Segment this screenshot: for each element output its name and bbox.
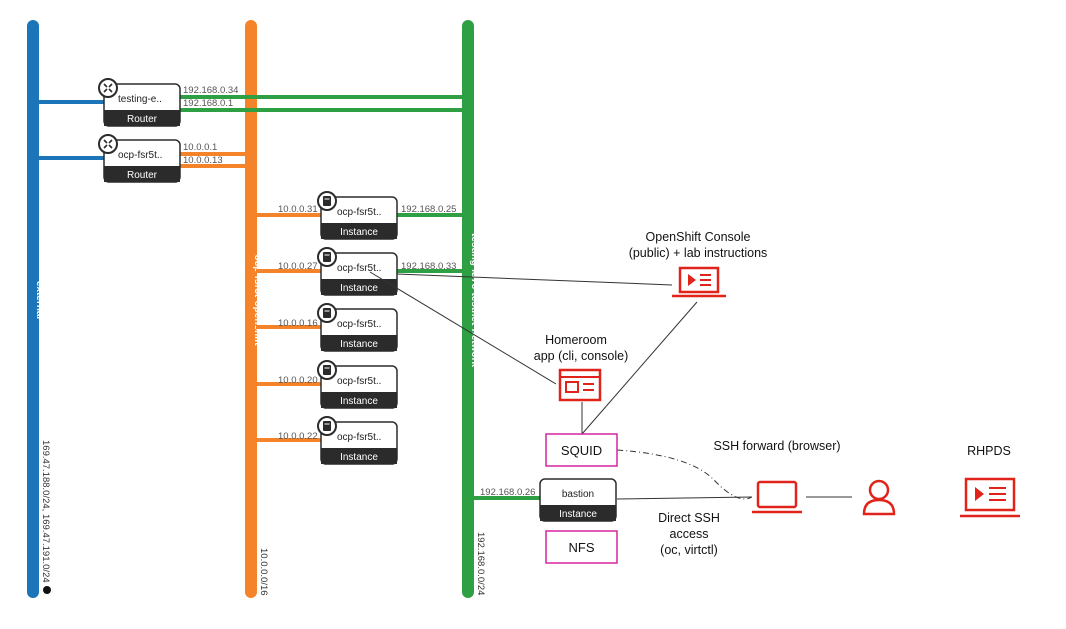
testnet-network-name: testing-id78-testnet-network [469,233,480,367]
router1-ip-b: 192.168.0.1 [183,98,233,109]
ssh-forward-annotation: SSH forward (browser) [713,439,840,453]
homeroom-annotation-line1: Homeroom [545,333,607,347]
direct-ssh-annotation-line3: (oc, virtctl) [660,543,718,557]
instance5-type: Instance [340,452,378,463]
server-icon [317,416,337,436]
router1-type-band [104,110,180,126]
server-icon [317,191,337,211]
instance3-name: ocp-fsr5t.. [337,319,381,330]
instance5-name: ocp-fsr5t.. [337,432,381,443]
server-icon [317,303,337,323]
homeroom-connector [369,271,557,385]
instance4-name: ocp-fsr5t.. [337,376,381,387]
instance4-ip-left: 10.0.0.20 [278,375,318,386]
router2-ip-b: 10.0.0.13 [183,155,223,166]
instance3-type: Instance [340,339,378,350]
direct-ssh-annotation-line1: Direct SSH [658,511,720,525]
laptop-icon[interactable] [752,480,802,514]
bastion-ip: 192.168.0.26 [480,487,535,498]
testnet-cidr: 192.168.0.0/24 [475,532,486,595]
server-icon [317,360,337,380]
squid-box[interactable] [545,433,618,467]
instance1-type: Instance [340,227,378,238]
squid-label: SQUID [561,443,602,458]
router1-type: Router [127,114,158,125]
web-app-icon[interactable] [558,368,602,402]
console-connector [396,273,673,286]
openshift-network-name: ocp-fsr5t-openshift [252,254,263,346]
instance5-type-band [321,448,397,464]
instance1-name: ocp-fsr5t.. [337,207,381,218]
presentation-screen-icon[interactable] [672,266,726,298]
instance4-type-band [321,392,397,408]
direct-ssh-connector [616,496,753,500]
nfs-box[interactable] [545,530,618,564]
external-network-name: external [34,281,45,320]
homeroom-annotation-line2: app (cli, console) [534,349,629,363]
console-annotation-line1: OpenShift Console [646,230,751,244]
router-icon [98,78,118,98]
instance2-name: ocp-fsr5t.. [337,263,381,274]
router-icon [98,134,118,154]
router1-name: testing-e.. [118,94,162,105]
presentation-screen-icon[interactable] [960,477,1020,518]
direct-ssh-annotation-line2: access [670,527,709,541]
squid-console-connector [581,301,698,435]
instance3-ip-left: 10.0.0.16 [278,318,318,329]
instance3-type-band [321,335,397,351]
nfs-label: NFS [569,540,595,555]
openshift-cidr: 10.0.0.0/16 [258,548,269,596]
router2-name: ocp-fsr5t.. [118,150,162,161]
router2-type: Router [127,170,158,181]
instance1-ip-left: 10.0.0.31 [278,204,318,215]
rhpds-annotation: RHPDS [967,444,1011,458]
router2-ip-a: 10.0.0.1 [183,142,217,153]
bastion-name: bastion [562,489,594,500]
server-icon [317,247,337,267]
instance1-type-band [321,223,397,239]
instance5-ip-left: 10.0.0.22 [278,431,318,442]
user-icon[interactable] [862,479,896,516]
instance2-type: Instance [340,283,378,294]
bastion-type: Instance [559,509,597,520]
console-annotation-line2: (public) + lab instructions [629,246,768,260]
router1-ip-a: 192.168.0.34 [183,85,238,96]
instance2-ip-left: 10.0.0.27 [278,261,318,272]
instance4-type: Instance [340,396,378,407]
external-cidr: 169.47.188.0/24, 169.47.191.0/24 [40,440,51,583]
instance2-type-band [321,279,397,295]
instance1-ip-right: 192.168.0.25 [401,204,456,215]
instance2-ip-right: 192.168.0.33 [401,261,456,272]
globe-icon [43,586,51,594]
ssh-forward-connector [616,449,753,500]
bastion-type-band [540,505,616,521]
router2-type-band [104,166,180,182]
